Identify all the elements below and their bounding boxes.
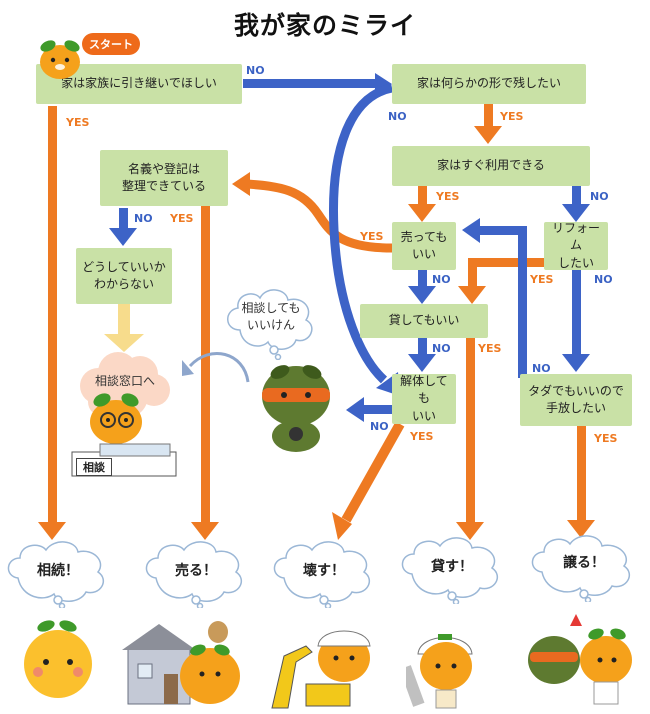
node-ok-to-sell: 売っても いい	[392, 222, 456, 270]
consult-cloud	[80, 352, 170, 418]
outcome-cloud-sell	[145, 541, 242, 608]
outcome-cloud-transfer	[531, 535, 630, 602]
mascot-inherit-icon	[24, 620, 92, 698]
label-no-n9: NO	[370, 420, 389, 433]
node-keep-house: 家は何らかの形で残したい	[392, 64, 586, 104]
label-no-n5: NO	[432, 273, 451, 286]
mascot-rent-icon	[406, 634, 473, 709]
outcome-rent: 貸す！	[431, 559, 473, 575]
outcome-cloud-rent	[401, 537, 498, 604]
node-registration: 名義や登記は 整理できている	[100, 150, 228, 206]
mascot-transfer-icon	[528, 614, 632, 705]
consult-sign: 相談	[76, 458, 112, 476]
label-no-n3: NO	[590, 190, 609, 203]
node-ok-to-demolish: 解体しても いい	[392, 374, 456, 424]
node-renovate: リフォーム したい	[544, 221, 608, 270]
outcome-inherit: 相続！	[37, 563, 79, 579]
label-yes-n6: YES	[530, 273, 554, 286]
outcome-cloud-demolish	[273, 541, 370, 608]
mascot-ninja-icon	[262, 365, 330, 452]
label-yes-n3: YES	[436, 190, 460, 203]
mascot-demolish-icon	[271, 630, 371, 709]
label-no-n8: NO	[432, 342, 451, 355]
label-no-n6: NO	[594, 273, 613, 286]
outcome-transfer: 譲る！	[563, 555, 605, 571]
node-dont-know: どうしていいか わからない	[76, 248, 172, 304]
node-usable-now: 家はすぐ利用できる	[392, 146, 590, 186]
speech-cloud	[227, 289, 313, 360]
speech-text: 相談しても いいけん	[241, 301, 301, 332]
label-no-n10: NO	[532, 362, 551, 375]
node-inherit: 家は家族に引き継いでほしい	[36, 64, 242, 104]
label-yes-n10: YES	[594, 432, 618, 445]
label-yes-n2: YES	[500, 110, 524, 123]
label-yes-n4: YES	[170, 212, 194, 225]
outcome-cloud-inherit	[7, 541, 104, 608]
consult-label: 相談窓口へ	[94, 374, 155, 388]
mascot-sell-icon	[122, 621, 240, 705]
label-yes-n9: YES	[410, 430, 434, 443]
page-title: 我が家のミライ	[233, 11, 416, 40]
node-ok-to-rent: 貸してもいい	[360, 304, 488, 338]
label-yes-n1: YES	[66, 116, 90, 129]
node-give-away: タダでもいいので 手放したい	[520, 374, 632, 426]
no-arrows	[109, 73, 590, 422]
start-badge: スタート	[82, 33, 140, 55]
label-yes-n8: YES	[478, 342, 502, 355]
yes-arrows	[38, 102, 595, 540]
label-no-n1: NO	[246, 64, 265, 77]
label-yes-n5: YES	[360, 230, 384, 243]
outcome-sell: 売る！	[175, 563, 217, 579]
mascot-start-icon	[40, 40, 80, 79]
outcome-demolish: 壊す！	[303, 563, 345, 579]
label-no-n2: NO	[388, 110, 407, 123]
label-no-n4: NO	[134, 212, 153, 225]
